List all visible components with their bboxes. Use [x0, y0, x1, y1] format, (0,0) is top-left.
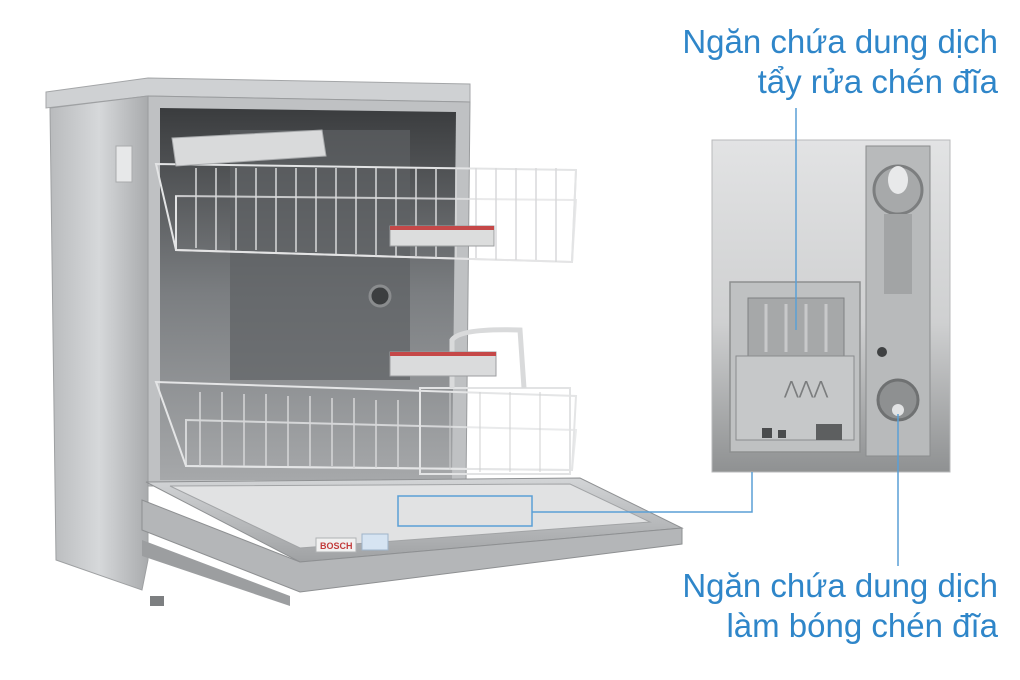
lid-symbol: ⋀⋀⋀: [783, 378, 829, 399]
rinse-aid-cap-hole: [888, 166, 908, 194]
callout-rinse-aid-line1: Ngăn chứa dung dịch: [682, 567, 998, 604]
door-front-edge: [141, 499, 683, 593]
energy-sticker: [361, 533, 389, 551]
lid-slot-left: [762, 428, 772, 438]
callout-lines: [532, 108, 899, 566]
dishwasher: BOSCH: [45, 77, 684, 606]
side-sticker: [115, 145, 133, 183]
upper-rack-tines: [195, 168, 557, 262]
rinse-aid-arm: [884, 214, 912, 294]
kick-plate: [142, 540, 290, 606]
door-inner-panel: [169, 483, 652, 549]
lid-latch: [816, 424, 842, 440]
dispenser-highlight-box: [397, 495, 533, 527]
callout-rinse-aid-line2: làm bóng chén đĩa: [726, 607, 998, 644]
left-foot: [150, 596, 164, 606]
dispenser-closeup: ⋀⋀⋀: [711, 139, 951, 473]
callout-detergent-line2: tẩy rửa chén đĩa: [757, 63, 998, 100]
lower-rack: [154, 380, 578, 472]
cutlery-basket: [419, 327, 571, 475]
lid-slot-mid: [778, 430, 786, 438]
callout-detergent-label: Ngăn chứa dung dịch tẩy rửa chén đĩa: [682, 22, 998, 102]
callout-line-door: [532, 472, 753, 513]
top-cutlery-tray: [171, 129, 327, 167]
callout-rinse-aid-label: Ngăn chứa dung dịch làm bóng chén đĩa: [682, 566, 998, 646]
spray-nozzle: [368, 284, 392, 308]
upper-rack-handle-accent: [390, 226, 494, 230]
dishwasher-side-panel: [49, 95, 149, 591]
rinse-aid-chamber-hole: [892, 404, 904, 416]
brand-badge-bg: [315, 537, 357, 553]
rinse-aid-indicator: [877, 347, 887, 357]
brand-badge: BOSCH: [320, 541, 353, 551]
callout-detergent-line1: Ngăn chứa dung dịch: [682, 23, 998, 60]
lower-rack-handle-accent: [390, 352, 496, 356]
lower-rack-tines: [199, 392, 399, 468]
